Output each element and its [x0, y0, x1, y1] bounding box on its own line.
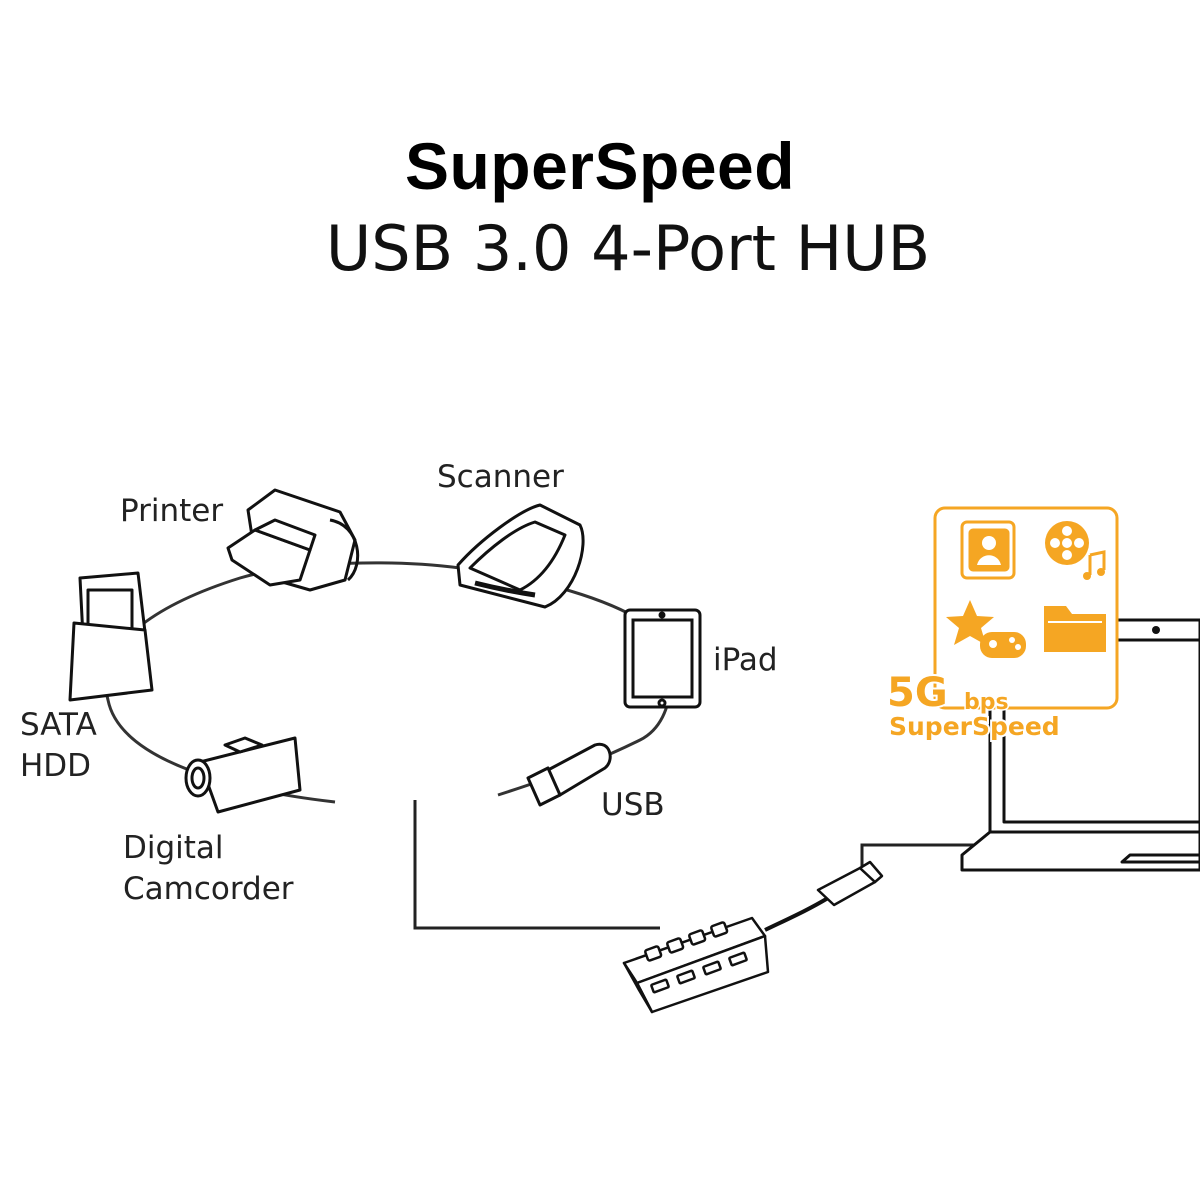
printer-icon — [226, 488, 360, 592]
folder-icon — [1044, 606, 1106, 652]
scanner-label: Scanner — [437, 459, 564, 495]
speed-badge: 5G bps SuperSpeed — [885, 506, 1119, 743]
diagram-title: SuperSpeed — [404, 129, 796, 203]
badge-speed-value: 5G — [887, 670, 948, 716]
ipad-label: iPad — [713, 642, 778, 678]
badge-speed-label: SuperSpeed — [889, 712, 1060, 741]
usb-hub-icon — [622, 860, 884, 1014]
music-video-icon — [1045, 521, 1106, 580]
badge-speed-unit: bps — [964, 690, 1009, 715]
sata-hdd-icon — [68, 571, 154, 702]
usb-drive-icon — [526, 742, 612, 807]
device-ring — [104, 561, 672, 804]
laptop-cable — [860, 843, 990, 872]
game-icon — [946, 600, 1026, 658]
sata-label-line2: HDD — [20, 748, 91, 784]
contacts-icon — [960, 520, 1016, 580]
usb-label: USB — [601, 787, 665, 823]
camcorder-label-line2: Camcorder — [123, 871, 294, 907]
sata-label-line1: SATA — [20, 707, 97, 743]
camcorder-icon — [184, 736, 302, 814]
ipad-icon — [623, 608, 702, 709]
hub-cable — [413, 800, 660, 930]
scanner-icon — [456, 503, 585, 609]
camcorder-label-line1: Digital — [123, 830, 224, 866]
printer-label: Printer — [120, 493, 223, 529]
diagram-subtitle: USB 3.0 4-Port HUB — [325, 212, 931, 285]
